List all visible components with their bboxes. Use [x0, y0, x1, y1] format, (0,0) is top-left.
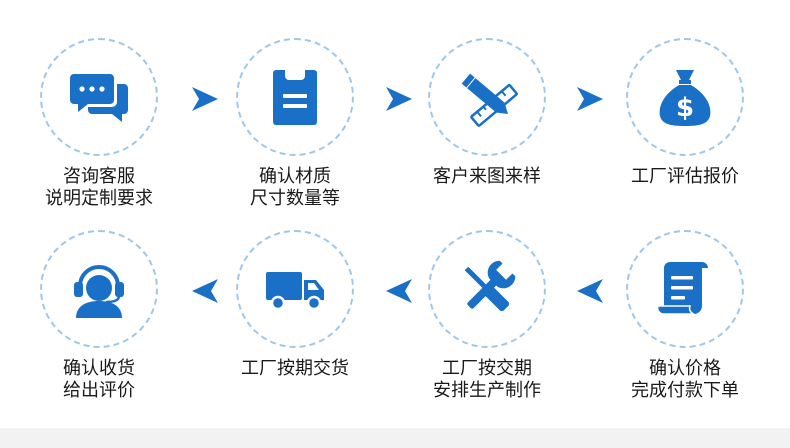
step-deliver: 工厂按期交货 [205, 230, 385, 380]
arrow-right-icon [575, 84, 605, 114]
step-label: 工厂按交期 安排生产制作 [397, 358, 577, 402]
document-clipboard-icon [273, 70, 317, 125]
step-label: 确认材质 尺寸数量等 [205, 166, 385, 210]
step-circle [40, 230, 158, 348]
step-label: 确认收货 给出评价 [9, 358, 189, 402]
pencil-ruler-icon [461, 73, 518, 127]
step-label-line1: 客户来图来样 [433, 166, 541, 187]
bottom-strip [0, 428, 790, 448]
svg-text:$: $ [676, 93, 694, 123]
step-label: 确认价格 完成付款下单 [595, 358, 775, 402]
step-circle [428, 38, 546, 156]
step-design: 客户来图来样 [397, 38, 577, 188]
step-label-line1: 咨询客服 [63, 166, 135, 187]
step-label-line1: 工厂评估报价 [631, 166, 739, 187]
wrench-screwdriver-icon [464, 260, 516, 312]
step-label-line2: 完成付款下单 [631, 380, 739, 401]
step-label: 咨询客服 说明定制要求 [9, 166, 189, 210]
step-circle: $ [626, 38, 744, 156]
step-label-line2: 说明定制要求 [45, 188, 153, 209]
step-label-line1: 确认材质 [259, 166, 331, 187]
step-receive: 确认收货 给出评价 [9, 230, 189, 402]
customer-service-headset-icon [74, 265, 124, 318]
arrow-left-icon [190, 276, 220, 306]
delivery-truck-icon [266, 272, 324, 311]
step-label: 工厂按期交货 [205, 358, 385, 380]
step-circle [40, 38, 158, 156]
step-circle [236, 230, 354, 348]
step-quote: $ 工厂评估报价 [595, 38, 775, 188]
step-label: 工厂评估报价 [595, 166, 775, 188]
step-label-line1: 确认收货 [63, 358, 135, 379]
chat-bubbles-icon [70, 74, 128, 122]
arrow-left-icon [384, 276, 414, 306]
step-order: 确认价格 完成付款下单 [595, 230, 775, 402]
arrow-right-icon [190, 84, 220, 114]
step-circle [236, 38, 354, 156]
step-label-line2: 安排生产制作 [433, 380, 541, 401]
step-material: 确认材质 尺寸数量等 [205, 38, 385, 210]
arrow-left-icon [575, 276, 605, 306]
step-consult: 咨询客服 说明定制要求 [9, 38, 189, 210]
step-label-line1: 工厂按期交货 [241, 358, 349, 379]
step-label-line1: 工厂按交期 [442, 358, 532, 379]
step-produce: 工厂按交期 安排生产制作 [397, 230, 577, 402]
arrow-right-icon [384, 84, 414, 114]
step-label-line2: 尺寸数量等 [250, 188, 340, 209]
step-label: 客户来图来样 [397, 166, 577, 188]
money-bag-icon: $ [659, 70, 711, 126]
step-label-line1: 确认价格 [649, 358, 721, 379]
step-circle [428, 230, 546, 348]
step-label-line2: 给出评价 [63, 380, 135, 401]
receipt-icon [656, 262, 708, 315]
step-circle [626, 230, 744, 348]
